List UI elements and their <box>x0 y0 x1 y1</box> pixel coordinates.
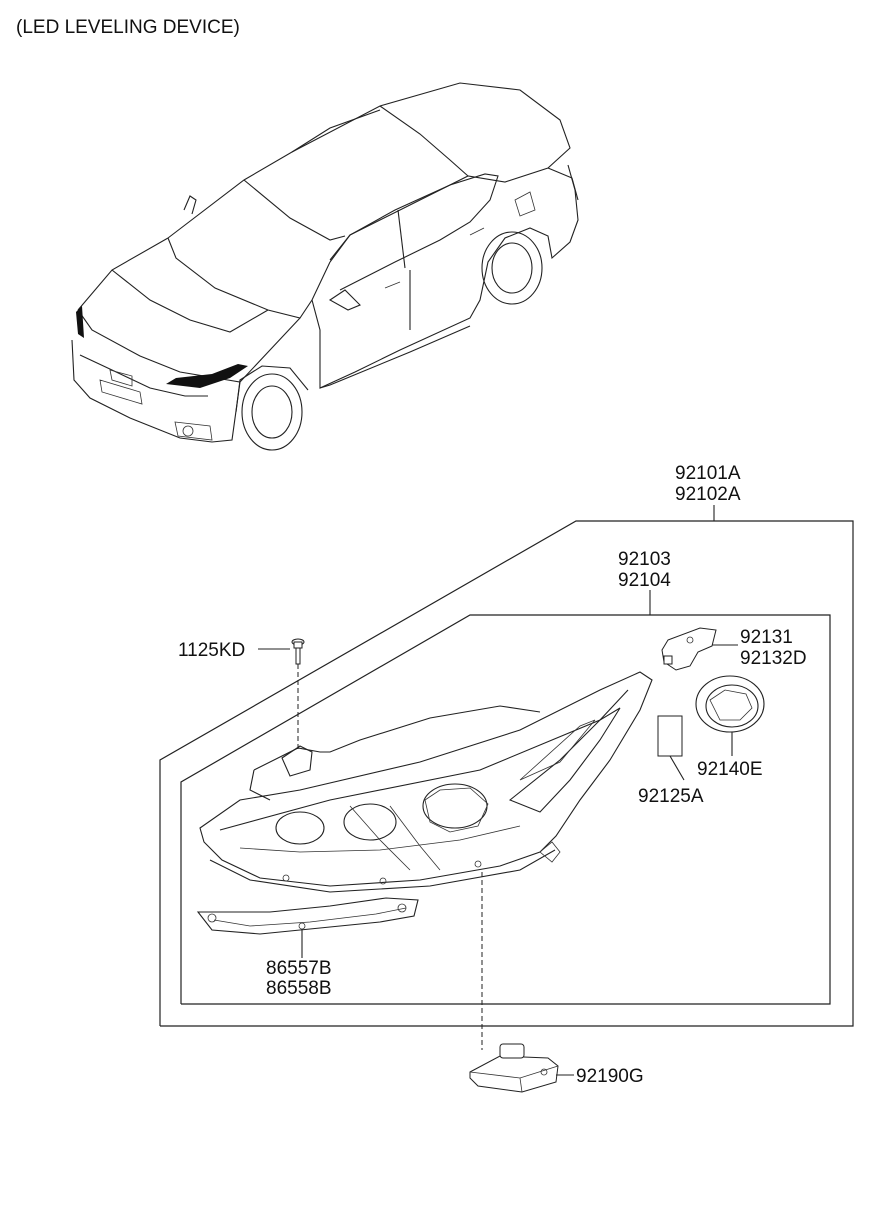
callout-86558b: 86558B <box>266 978 332 999</box>
callout-92132d: 92132D <box>740 648 807 669</box>
inner-housing-frame <box>180 614 831 1005</box>
diagram-title: (LED LEVELING DEVICE) <box>16 17 240 38</box>
callout-92101a: 92101A <box>675 463 741 484</box>
screw-icon <box>291 638 305 665</box>
callout-92190g: 92190G <box>576 1066 644 1087</box>
headlamp-icon <box>199 671 653 893</box>
callout-92125a: 92125A <box>638 786 704 807</box>
trim-bezel-icon <box>196 897 419 935</box>
callout-1125kd: 1125KD <box>178 640 245 661</box>
callout-92104: 92104 <box>618 570 671 591</box>
callout-86557b: 86557B <box>266 958 332 979</box>
led-module-icon <box>469 1043 559 1093</box>
callout-92103: 92103 <box>618 549 671 570</box>
callout-92140e: 92140E <box>697 759 763 780</box>
dust-cap-icon <box>695 675 765 733</box>
callout-92102a: 92102A <box>675 484 741 505</box>
label-sticker-icon <box>657 715 683 757</box>
callout-92131: 92131 <box>740 627 793 648</box>
car-icon <box>71 82 579 451</box>
bracket-icon <box>661 627 717 671</box>
